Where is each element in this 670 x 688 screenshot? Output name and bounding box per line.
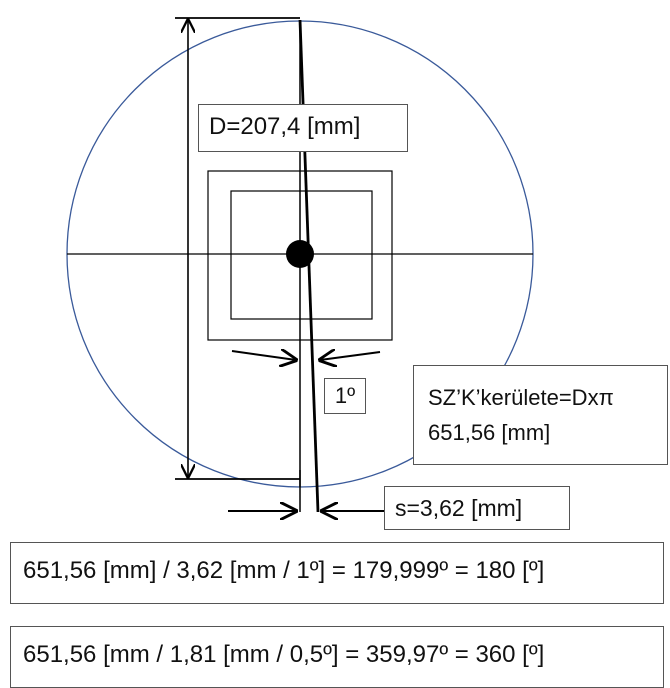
arc-length-label: s=3,62 [mm] — [384, 486, 570, 530]
formula-full-degree: 651,56 [mm] / 3,62 [mm / 1º] = 179,999º … — [10, 542, 664, 604]
circumference-box: SZ’K’kerülete=Dxπ 651,56 [mm] — [413, 365, 668, 465]
diameter-label: D=207,4 [mm] — [198, 104, 408, 152]
center-hub — [286, 240, 314, 268]
inner-square — [230, 190, 373, 320]
angle-label: 1º — [324, 378, 366, 414]
angle-arrow-right — [320, 352, 381, 360]
formula-half-degree: 651,56 [mm / 1,81 [mm / 0,5º] = 359,97º … — [10, 626, 664, 688]
outer-square — [207, 170, 393, 341]
circumference-value: 651,56 [mm] — [428, 420, 551, 445]
inclined-line — [298, 19, 320, 513]
angle-arrow-left — [231, 351, 296, 360]
circumference-formula: SZ’K’kerülete=Dxπ — [428, 385, 614, 410]
